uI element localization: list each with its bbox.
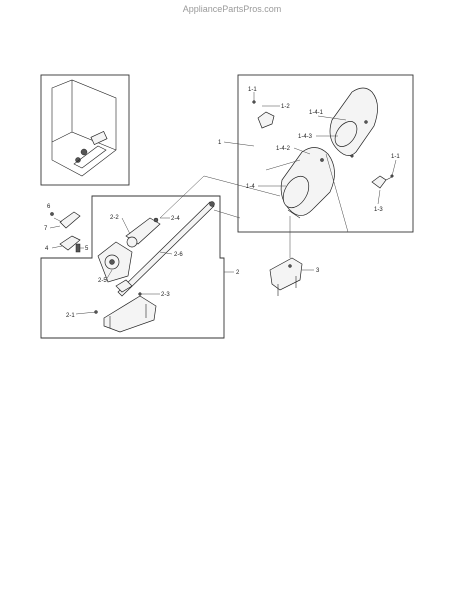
label-2-6: 2-6 bbox=[174, 252, 183, 258]
label-2-5: 2-5 bbox=[98, 278, 107, 284]
label-7: 7 bbox=[44, 226, 48, 232]
label-2-1: 2-1 bbox=[66, 313, 75, 319]
label-1-4-2: 1-4-2 bbox=[276, 146, 291, 152]
watermark-text: AppliancePartsPros.com bbox=[182, 4, 282, 14]
label-1-2: 1-2 bbox=[281, 104, 290, 110]
loose-parts-4-7 bbox=[50, 211, 81, 253]
part-2-3-clip bbox=[115, 279, 142, 296]
label-1-4: 1-4 bbox=[246, 184, 255, 190]
label-5: 5 bbox=[85, 246, 89, 252]
part-5-pad bbox=[75, 243, 81, 253]
box-1-blower-assembly bbox=[237, 74, 414, 233]
part-6-screw bbox=[50, 212, 54, 216]
label-2-3: 2-3 bbox=[161, 292, 170, 298]
label-1-4-3: 1-4-3 bbox=[298, 134, 313, 140]
part-1-4-fan-housing bbox=[280, 147, 335, 219]
label-3: 3 bbox=[316, 268, 320, 274]
part-4-holder bbox=[59, 235, 81, 251]
label-2-2: 2-2 bbox=[110, 215, 119, 221]
label-2: 2 bbox=[236, 270, 240, 276]
part-3-mount-bracket bbox=[269, 257, 303, 296]
label-1: 1 bbox=[218, 140, 222, 146]
part-2-4-bracket bbox=[125, 217, 161, 248]
label-2-4: 2-4 bbox=[171, 216, 180, 222]
label-1-1-top: 1-1 bbox=[248, 87, 257, 93]
box-2-motor-assembly bbox=[40, 195, 225, 339]
part-2-1-base bbox=[94, 295, 157, 333]
part-1-3-sensor bbox=[371, 174, 394, 189]
label-4: 4 bbox=[45, 246, 49, 252]
label-1-4-1: 1-4-1 bbox=[309, 110, 324, 116]
part-7-clip bbox=[59, 211, 81, 229]
part-2-5-motor bbox=[97, 241, 133, 283]
part-1-1-bracket bbox=[252, 92, 275, 129]
label-6: 6 bbox=[47, 204, 51, 210]
label-1-3: 1-3 bbox=[374, 207, 383, 213]
part-1-4-3-housing bbox=[329, 87, 378, 158]
label-1-1-right: 1-1 bbox=[391, 154, 400, 160]
part-labels: 1-1 1-2 1-4-1 1-4-3 1 1-4-2 1-1 1-4 1-3 … bbox=[44, 87, 400, 319]
inset-box bbox=[40, 74, 130, 186]
label-leaders bbox=[49, 105, 397, 315]
connector-lines bbox=[159, 153, 349, 258]
part-2-6-shaft bbox=[117, 201, 215, 297]
